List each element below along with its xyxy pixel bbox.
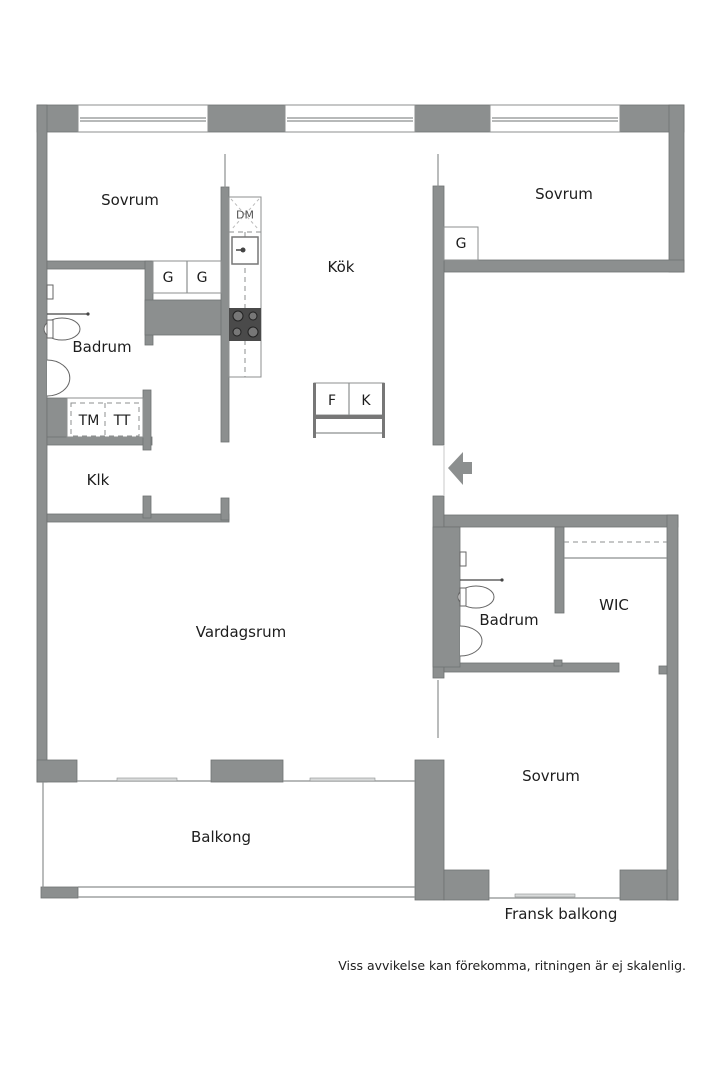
room-label-wic: WIC — [599, 596, 629, 614]
fridge-freezer — [313, 382, 385, 438]
bathroom-east-fixtures — [457, 551, 504, 657]
windows — [77, 104, 621, 899]
fixture-label-f: F — [327, 393, 337, 409]
room-label-kok: Kök — [327, 258, 355, 276]
sink-icon — [231, 236, 259, 265]
fixture-label-tm: TM — [78, 413, 100, 429]
fixture-label-k: K — [361, 393, 371, 409]
sink-icon — [459, 625, 483, 657]
fixture-label-g3: G — [455, 236, 467, 252]
fixture-label-g2: G — [196, 270, 208, 286]
kitchen-counter — [228, 196, 262, 378]
room-label-sovrum-se: Sovrum — [522, 767, 580, 785]
room-label-vardagsrum: Vardagsrum — [195, 623, 287, 641]
room-label-badrum-w: Badrum — [72, 338, 132, 356]
fixture-label-g1: G — [162, 270, 174, 286]
balcony-outline — [42, 782, 415, 898]
bathroom-west-fixtures — [43, 284, 90, 397]
entrance-arrow-icon — [448, 452, 472, 485]
sink-icon — [46, 359, 71, 397]
fransk-balkong-label: Fransk balkong — [504, 905, 618, 923]
room-label-sovrum-ne: Sovrum — [535, 185, 593, 203]
fixture-label-dm: DM — [236, 208, 254, 222]
disclaimer-text: Viss avvikelse kan förekomma, ritningen … — [338, 958, 686, 973]
room-label-balkong: Balkong — [190, 828, 252, 846]
toilet-icon — [457, 585, 495, 609]
room-label-badrum-e: Badrum — [479, 611, 539, 629]
fixture-label-tt: TT — [113, 413, 131, 429]
room-label-sovrum-nw: Sovrum — [101, 191, 159, 209]
walls — [36, 104, 685, 901]
room-label-klk: Klk — [86, 471, 110, 489]
